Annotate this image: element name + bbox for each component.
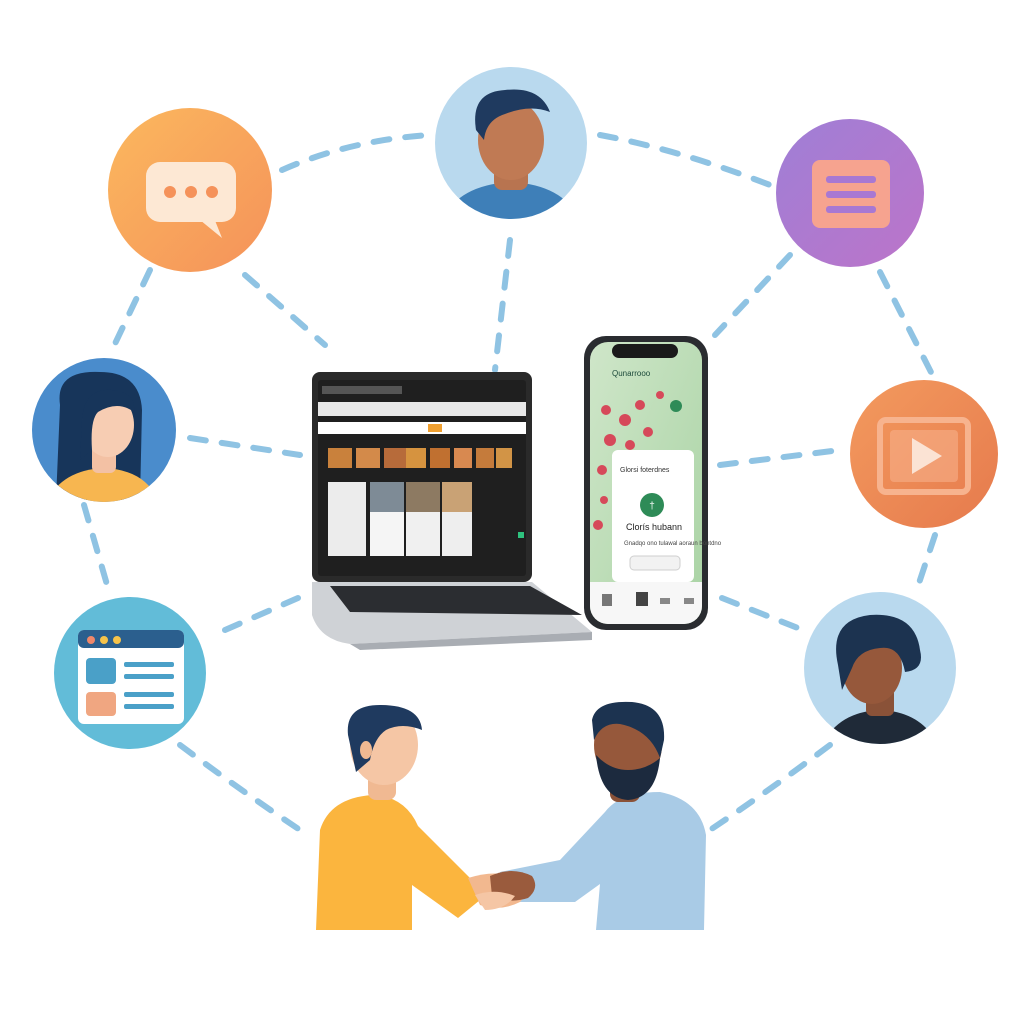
person-top-node xyxy=(435,67,587,219)
browser-node xyxy=(54,597,206,749)
phone-status-text: Qunarrooo xyxy=(612,369,651,378)
handshake-right-person xyxy=(500,701,706,930)
laptop-thumbnails xyxy=(328,448,512,468)
phone-device: Qunarrooo Glorsi foterdnes † Clorís huba… xyxy=(584,336,722,630)
dashed-connectors xyxy=(81,132,938,833)
phone-card-button[interactable] xyxy=(629,555,681,571)
map-markers xyxy=(593,391,664,530)
phone-card-desc: Gnadqo ono tulawal aoraun bontdno xyxy=(624,541,722,547)
laptop-device xyxy=(312,372,592,650)
person-woman-node xyxy=(32,358,176,502)
person-avatar-icon xyxy=(440,89,582,219)
handshake-left-person xyxy=(316,705,480,930)
phone-card-title: Clorís hubann xyxy=(626,522,682,532)
chat-node xyxy=(108,108,272,272)
phone-card-subtitle: Glorsi foterdnes xyxy=(620,467,670,474)
phone-card: Glorsi foterdnes † Clorís hubann Gnadqo … xyxy=(612,450,722,582)
video-node xyxy=(850,380,998,528)
document-node xyxy=(776,119,924,267)
video-play-icon xyxy=(877,417,971,495)
handshake-hands xyxy=(468,871,536,910)
browser-window-icon xyxy=(78,630,184,724)
svg-text:†: † xyxy=(649,501,655,512)
person-right-node xyxy=(804,592,956,744)
leaf-icon xyxy=(640,493,664,517)
speech-bubble-icon xyxy=(146,162,236,238)
person-avatar-icon xyxy=(45,371,160,502)
document-lines-icon xyxy=(812,160,890,228)
laptop-cards xyxy=(328,482,472,556)
